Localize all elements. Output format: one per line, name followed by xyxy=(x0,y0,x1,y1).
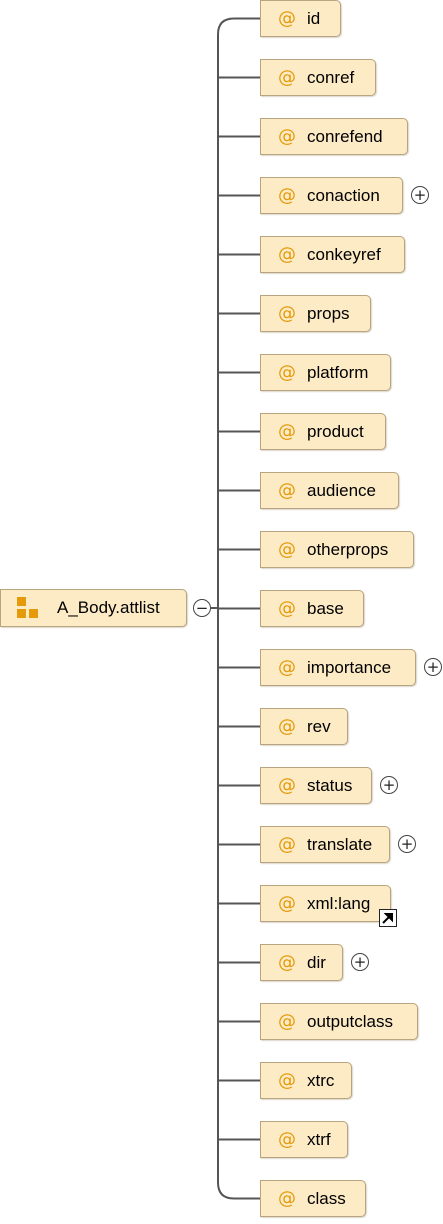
attribute-node[interactable]: @ dir xyxy=(260,944,343,981)
attribute-icon: @ xyxy=(278,716,296,737)
attribute-label: audience xyxy=(307,480,377,500)
attribute-icon: @ xyxy=(278,480,296,501)
attribute-node[interactable]: @ class xyxy=(260,1180,366,1217)
attribute-node[interactable]: @ translate xyxy=(260,826,390,863)
attribute-icon: @ xyxy=(278,539,296,560)
attribute-node[interactable]: @ outputclass xyxy=(260,1003,418,1040)
expand-toggle[interactable]: + xyxy=(411,186,429,204)
reference-arrow-icon[interactable] xyxy=(379,909,397,927)
attribute-node[interactable]: @ platform xyxy=(260,354,391,391)
attribute-node[interactable]: @ audience xyxy=(260,472,399,509)
attribute-label: outputclass xyxy=(307,1011,393,1031)
attribute-node[interactable]: @ xtrf xyxy=(260,1121,348,1158)
attribute-node[interactable]: @ conaction xyxy=(260,177,403,214)
attribute-icon: @ xyxy=(278,421,296,442)
attribute-label: xtrc xyxy=(307,1070,335,1090)
attribute-icon: @ xyxy=(278,1188,296,1209)
attribute-node[interactable]: @ otherprops xyxy=(260,531,414,568)
attribute-icon: @ xyxy=(278,1011,296,1032)
attribute-icon: @ xyxy=(278,952,296,973)
attribute-node[interactable]: @ base xyxy=(260,590,364,627)
attribute-label: otherprops xyxy=(307,539,389,559)
attribute-icon: @ xyxy=(278,598,296,619)
attribute-node[interactable]: @ rev xyxy=(260,708,348,745)
expand-toggle[interactable]: + xyxy=(398,835,416,853)
connector-trunk xyxy=(217,17,260,1200)
attribute-icon: @ xyxy=(278,244,296,265)
attribute-node[interactable]: @ conref xyxy=(260,59,376,96)
attribute-node[interactable]: @ importance xyxy=(260,649,416,686)
attribute-node[interactable]: @ product xyxy=(260,413,386,450)
attribute-icon: @ xyxy=(278,185,296,206)
attribute-icon: @ xyxy=(278,657,296,678)
attribute-icon: @ xyxy=(278,67,296,88)
attribute-node[interactable]: @ status xyxy=(260,767,372,804)
attribute-label: class xyxy=(307,1188,346,1208)
attribute-icon: @ xyxy=(278,1070,296,1091)
attribute-label: platform xyxy=(307,362,369,382)
attribute-group-label: A_Body.attlist xyxy=(57,598,160,617)
attribute-icon: @ xyxy=(278,1129,296,1150)
attribute-label: product xyxy=(307,421,364,441)
attribute-node[interactable]: @ props xyxy=(260,295,371,332)
attribute-node[interactable]: @ conkeyref xyxy=(260,236,405,273)
expand-toggle[interactable]: + xyxy=(380,776,398,794)
attribute-label: id xyxy=(307,8,321,28)
attribute-icon: @ xyxy=(278,775,296,796)
attribute-label: conaction xyxy=(307,185,380,205)
attribute-icon: @ xyxy=(278,126,296,147)
attribute-icon: @ xyxy=(278,362,296,383)
attribute-label: xml:lang xyxy=(307,893,371,913)
attribute-icon: @ xyxy=(278,893,296,914)
attribute-label: dir xyxy=(307,952,326,972)
attribute-label: conrefend xyxy=(307,126,383,146)
attribute-group-node[interactable]: A_Body.attlist xyxy=(0,589,187,627)
attribute-label: translate xyxy=(307,834,373,854)
attribute-label: status xyxy=(307,775,353,795)
attribute-node[interactable]: @ xml:lang xyxy=(260,885,391,922)
attribute-label: importance xyxy=(307,657,392,677)
expand-toggle[interactable]: + xyxy=(424,658,442,676)
attribute-label: base xyxy=(307,598,344,618)
attribute-label: conref xyxy=(307,67,355,87)
attribute-node[interactable]: @ xtrc xyxy=(260,1062,352,1099)
attribute-label: props xyxy=(307,303,350,323)
attribute-label: conkeyref xyxy=(307,244,381,264)
attribute-icon: @ xyxy=(278,8,296,29)
attribute-label: rev xyxy=(307,716,331,736)
attribute-node[interactable]: @ id xyxy=(260,0,341,37)
attribute-node[interactable]: @ conrefend xyxy=(260,118,408,155)
attribute-icon: @ xyxy=(278,303,296,324)
attribute-group-icon xyxy=(17,597,39,619)
attribute-icon: @ xyxy=(278,834,296,855)
expand-toggle[interactable]: + xyxy=(351,953,369,971)
attribute-label: xtrf xyxy=(307,1129,331,1149)
collapse-toggle[interactable]: − xyxy=(193,599,211,617)
